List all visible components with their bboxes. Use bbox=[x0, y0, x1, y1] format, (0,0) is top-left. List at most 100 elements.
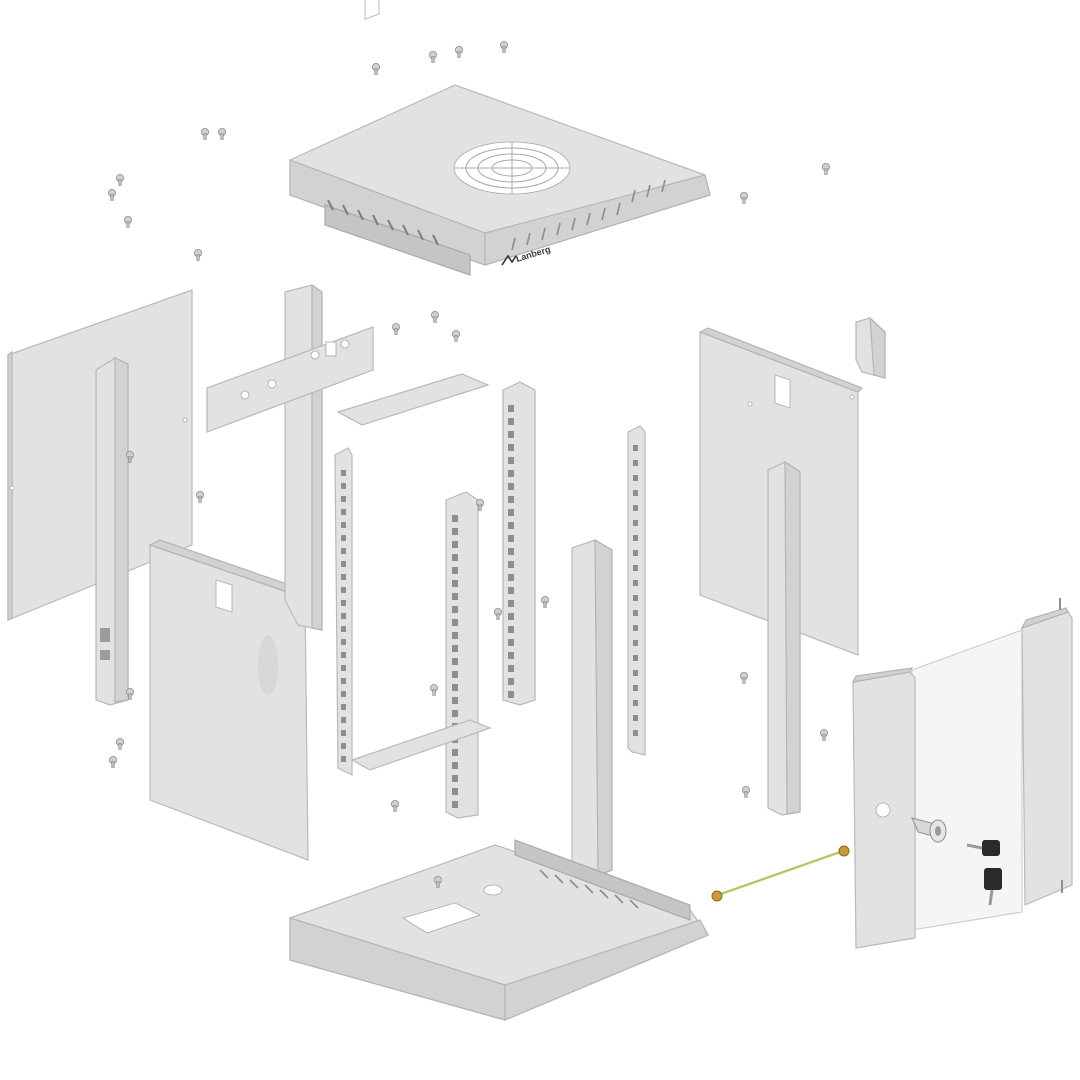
rail-hole bbox=[508, 574, 514, 581]
rail-hole bbox=[633, 460, 638, 466]
rail-hole bbox=[341, 613, 346, 619]
rail-hole bbox=[452, 801, 458, 808]
right-frame-post bbox=[767, 460, 801, 816]
rail-hole bbox=[508, 587, 514, 594]
rail-hole bbox=[633, 565, 638, 571]
rail-hole bbox=[508, 691, 514, 698]
screw-icon bbox=[428, 51, 437, 63]
rail-hole bbox=[508, 678, 514, 685]
ground-wire bbox=[711, 845, 850, 902]
key-icon bbox=[984, 868, 1002, 906]
rail-hole bbox=[341, 548, 346, 554]
rail-hole bbox=[341, 483, 346, 489]
rail-hole bbox=[508, 457, 514, 464]
rail-hole bbox=[508, 431, 514, 438]
brass-terminal-icon bbox=[711, 890, 723, 902]
rail-hole bbox=[508, 665, 514, 672]
rail-hole bbox=[452, 775, 458, 782]
rail-hole bbox=[341, 639, 346, 645]
rail-hole bbox=[452, 749, 458, 756]
screw-icon bbox=[742, 786, 751, 798]
screw-icon bbox=[109, 756, 118, 768]
rail-hole bbox=[452, 619, 458, 626]
rail-hole bbox=[341, 678, 346, 684]
screw-icon bbox=[820, 729, 829, 741]
screw-icon bbox=[541, 596, 550, 608]
rail-hole bbox=[452, 541, 458, 548]
rail-hole bbox=[508, 652, 514, 659]
key-icon bbox=[966, 840, 1000, 856]
screw-icon bbox=[493, 608, 502, 620]
rail-hole bbox=[508, 626, 514, 633]
rail-hole bbox=[452, 515, 458, 522]
screw-icon bbox=[740, 191, 749, 204]
left-rear-frame-post bbox=[95, 357, 129, 706]
rail-hole bbox=[633, 670, 638, 676]
rail-hole bbox=[633, 625, 638, 631]
rail-hole bbox=[508, 444, 514, 451]
rail-hole bbox=[508, 509, 514, 516]
rail-hole bbox=[452, 593, 458, 600]
rail-hole bbox=[508, 470, 514, 477]
rail-hole bbox=[341, 574, 346, 580]
base-vent-slots bbox=[539, 869, 639, 909]
center-frame-post bbox=[284, 283, 323, 631]
rail-hole bbox=[508, 483, 514, 490]
rail-hole bbox=[508, 535, 514, 542]
rail-hole bbox=[341, 704, 346, 710]
rail-hole bbox=[452, 528, 458, 535]
rail-hole bbox=[341, 756, 346, 762]
rail-hole bbox=[452, 658, 458, 665]
rail-hole bbox=[633, 700, 638, 706]
rail-hole bbox=[633, 445, 638, 451]
rail-hole bbox=[633, 520, 638, 526]
rail-hole bbox=[633, 640, 638, 646]
rail-hole bbox=[508, 522, 514, 529]
rack-rail bbox=[502, 381, 536, 706]
rail-hole bbox=[341, 587, 346, 593]
screw-icon bbox=[124, 215, 133, 228]
rail-hole bbox=[508, 405, 514, 412]
rail-hole bbox=[633, 685, 638, 691]
rail-hole bbox=[633, 475, 638, 481]
screw-icon bbox=[371, 63, 380, 75]
screw-icon bbox=[217, 127, 226, 140]
cross-bracket bbox=[206, 326, 374, 433]
screw-icon bbox=[116, 738, 125, 750]
screw-icon bbox=[200, 127, 209, 140]
rail-hole bbox=[508, 418, 514, 425]
screw-icon bbox=[108, 188, 117, 201]
rail-hole bbox=[633, 535, 638, 541]
rail-hole bbox=[341, 652, 346, 658]
rail-hole bbox=[508, 639, 514, 646]
rail-hole bbox=[452, 788, 458, 795]
rail-hole bbox=[452, 567, 458, 574]
rail-hole bbox=[633, 490, 638, 496]
rail-hole bbox=[452, 671, 458, 678]
rail-hole bbox=[452, 762, 458, 769]
rail-hole bbox=[341, 717, 346, 723]
rail-hole bbox=[341, 626, 346, 632]
rail-hole bbox=[452, 697, 458, 704]
rail-hole bbox=[633, 550, 638, 556]
glass-front-door bbox=[851, 598, 1073, 949]
screws bbox=[108, 41, 831, 888]
screw-icon bbox=[195, 490, 204, 503]
top-cable-plate bbox=[336, 373, 490, 426]
screw-icon bbox=[126, 688, 135, 700]
fan-grille bbox=[453, 141, 571, 195]
rack-rail bbox=[334, 447, 353, 776]
rail-hole bbox=[341, 600, 346, 606]
top-cover: Lanberg bbox=[289, 0, 711, 276]
top-vent-slots-left bbox=[327, 199, 439, 246]
rail-hole bbox=[508, 561, 514, 568]
screw-icon bbox=[391, 322, 400, 335]
lock-bracket bbox=[855, 316, 886, 379]
bottom-base-tray bbox=[289, 839, 709, 1021]
rail-hole bbox=[341, 509, 346, 515]
rear-vertical-post bbox=[571, 538, 613, 881]
rail-hole bbox=[633, 595, 638, 601]
rail-hole bbox=[452, 554, 458, 561]
